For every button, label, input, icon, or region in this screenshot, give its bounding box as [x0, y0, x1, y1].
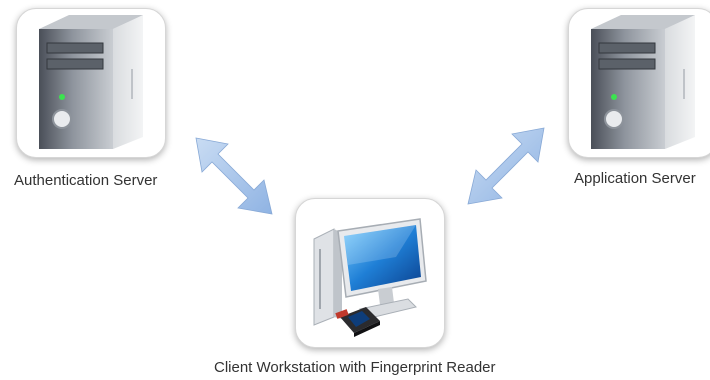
client-workstation-label: Client Workstation with Fingerprint Read…: [214, 359, 496, 376]
server-tower-icon: [39, 15, 143, 149]
auth-server-node: [16, 8, 166, 158]
bidirectional-arrow-left: [195, 137, 273, 215]
client-workstation-node: [295, 198, 445, 348]
server-tower-icon: [591, 15, 695, 149]
app-server-node: [568, 8, 710, 158]
workstation-fingerprint-icon: [313, 218, 427, 337]
bidirectional-arrow-right: [467, 127, 545, 205]
app-server-label: Application Server: [574, 170, 696, 187]
auth-server-label: Authentication Server: [14, 172, 158, 189]
